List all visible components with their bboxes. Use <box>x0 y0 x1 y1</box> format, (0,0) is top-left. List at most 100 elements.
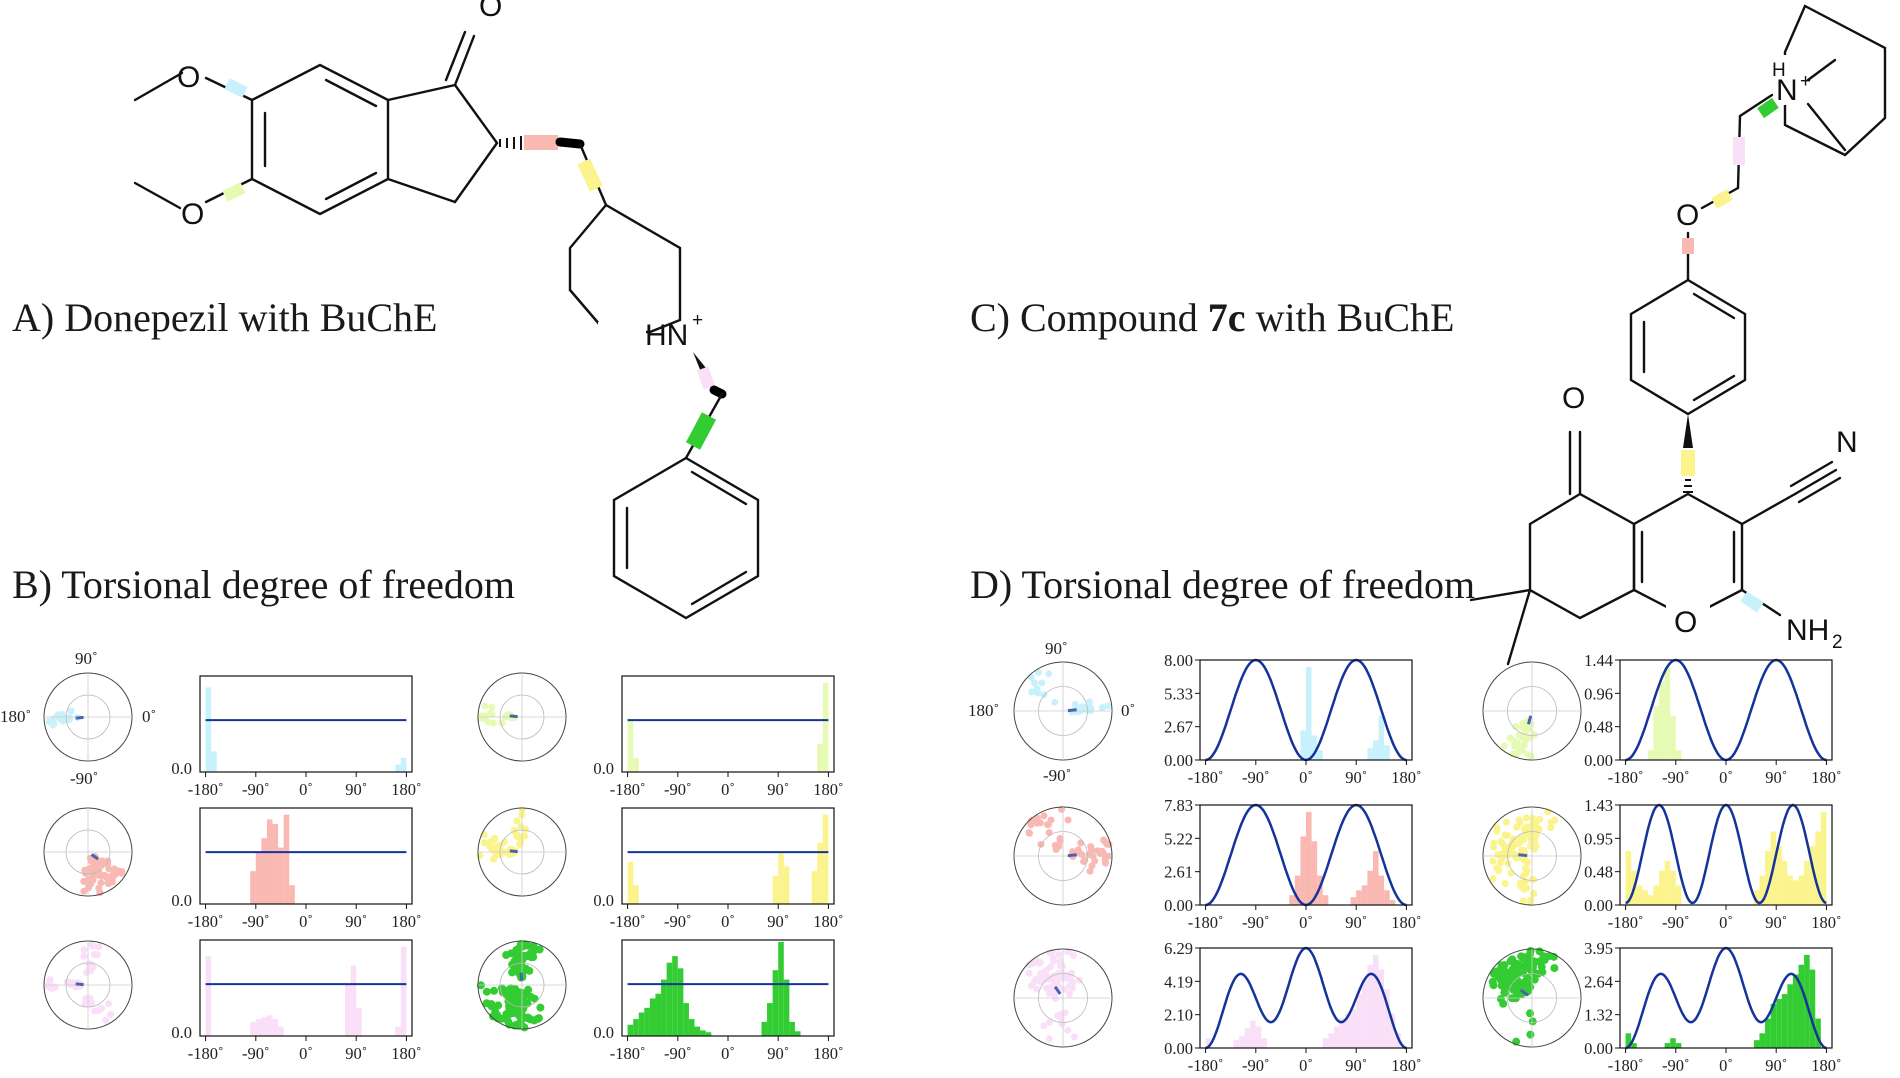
polar-point <box>1104 702 1112 710</box>
polar-point <box>48 985 56 993</box>
polar-point <box>1507 734 1515 742</box>
histogram-bar <box>1339 1018 1346 1048</box>
x-tick-label: 90˚ <box>767 912 789 931</box>
polar-marker <box>1527 715 1533 725</box>
polar-point <box>1509 849 1517 857</box>
polar-point <box>1501 831 1509 839</box>
histogram-bar <box>661 979 667 1036</box>
histogram-bar <box>1384 745 1390 760</box>
histogram-bar <box>272 1019 279 1036</box>
x-tick-label: -180˚ <box>1188 768 1224 787</box>
polar-point <box>1027 821 1035 829</box>
polar-marker <box>75 982 84 987</box>
torsion-chart-b-pink: -180˚-90˚0˚90˚180˚0.0 <box>171 939 422 1063</box>
atom-7c-H: H <box>1772 60 1786 81</box>
atom-7c-charge: + <box>1800 71 1811 92</box>
atom-donepezil-HN: HN <box>645 319 688 352</box>
histogram-bar <box>1792 974 1799 1048</box>
polar-marker <box>519 972 524 981</box>
x-tick-label: 90˚ <box>345 780 367 799</box>
polar-marker <box>1053 985 1062 995</box>
polar-point <box>1045 829 1053 837</box>
polar-point <box>1035 959 1043 967</box>
polar-point <box>1495 867 1503 875</box>
polar-point <box>1516 819 1524 827</box>
polar-marker <box>1519 988 1529 997</box>
x-tick-label: 180˚ <box>1811 1056 1841 1075</box>
chart-frame <box>199 939 413 1037</box>
polar-label-90-b: 90˚ <box>75 649 98 668</box>
x-tick-label: -90˚ <box>242 780 270 799</box>
x-tick-label: -90˚ <box>1662 913 1690 932</box>
histogram-bar <box>1328 1033 1334 1048</box>
polar-point <box>1051 995 1059 1003</box>
y-tick-label: 0.96 <box>1584 684 1613 703</box>
histogram-bar <box>395 1026 401 1036</box>
x-tick-label: 90˚ <box>1345 913 1367 932</box>
polar-plot-b-salmon <box>43 807 133 897</box>
polar-point <box>50 720 58 728</box>
polar-point <box>487 1000 496 1009</box>
atom-donepezil-O2: O <box>177 61 200 94</box>
polar-point <box>1045 1019 1053 1027</box>
x-tick-label: 0˚ <box>1299 768 1313 787</box>
polar-point <box>118 867 126 875</box>
y-tick-label: 2.61 <box>1164 863 1193 882</box>
histogram-bar <box>1675 1043 1682 1048</box>
x-tick-label: -90˚ <box>1242 913 1270 932</box>
polar-point <box>1506 957 1515 966</box>
histogram-bar <box>1664 666 1671 760</box>
histogram-bar <box>811 871 818 904</box>
histogram-bar <box>1300 836 1306 905</box>
histogram-bar <box>1372 740 1379 760</box>
histogram-bar <box>772 875 779 904</box>
polar-point <box>1064 1026 1072 1034</box>
polar-plot-b-green <box>476 940 567 1032</box>
histogram-bar <box>1389 900 1396 905</box>
polar-marker <box>90 853 99 861</box>
histogram-bar <box>627 861 634 904</box>
torsion-chart-d-cyan: -180˚-90˚0˚90˚180˚8.005.332.670.00 <box>1164 651 1421 787</box>
polar-marker <box>1518 853 1528 858</box>
x-tick-label: -90˚ <box>242 912 270 931</box>
polar-plot-b-yellow <box>476 806 567 897</box>
donepezil-structure: O O O HN + <box>133 0 760 620</box>
chart-frame <box>621 675 835 773</box>
polar-plot-d-yellow <box>1482 806 1582 907</box>
polar-point <box>1077 839 1085 847</box>
histogram-bar <box>266 819 273 904</box>
polar-point <box>1040 1022 1048 1030</box>
x-tick-label: -180˚ <box>610 780 646 799</box>
polar-point <box>1489 875 1497 883</box>
atom-donepezil-O1: O <box>479 0 502 23</box>
y-tick-label: 3.95 <box>1584 939 1613 958</box>
polar-label-0-d: 0˚ <box>1121 701 1135 720</box>
y-tick-label: 6.29 <box>1164 939 1193 958</box>
histogram-bar <box>278 847 284 904</box>
torsion-chart-b-cyan: -180˚-90˚0˚90˚180˚0.0 <box>171 675 422 799</box>
y-tick-label: 1.43 <box>1584 796 1613 815</box>
histogram-bar <box>356 1007 362 1036</box>
polar-point <box>488 711 496 719</box>
polar-point <box>1521 734 1529 742</box>
histogram-bar <box>1306 811 1312 905</box>
histogram-bar <box>1809 969 1816 1048</box>
polar-point <box>1533 818 1541 826</box>
atom-donepezil-O3: O <box>181 198 204 231</box>
polar-label-180-b: 180˚ <box>0 707 31 726</box>
histogram-bar <box>1815 831 1821 905</box>
histogram-bar <box>633 885 639 904</box>
histogram-bar <box>1647 750 1654 760</box>
polar-point <box>1526 1030 1535 1039</box>
polar-point <box>1550 964 1559 973</box>
polar-point <box>1504 860 1512 868</box>
histogram-bar <box>255 852 262 904</box>
polar-point <box>111 871 119 879</box>
x-tick-label: 0˚ <box>721 1044 735 1063</box>
histogram-bar <box>649 998 656 1036</box>
histogram-bar <box>1244 1028 1251 1048</box>
polar-point <box>88 940 96 948</box>
polar-point <box>94 951 102 959</box>
histogram-bar <box>1625 1033 1632 1048</box>
polar-label-180-d: 180˚ <box>968 701 999 720</box>
